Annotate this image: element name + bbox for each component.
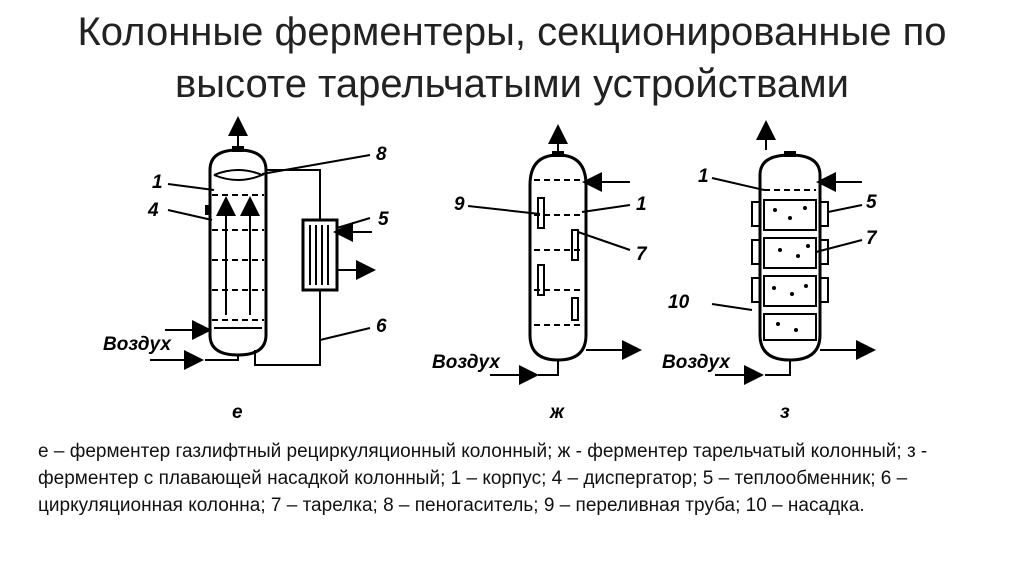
label-e-6: 6	[376, 316, 387, 337]
label-zh-9: 9	[454, 194, 465, 215]
fermenter-diagram: 1 4 8 5 6 Воздух е 9 1 7 Воздух ж	[103, 116, 878, 423]
label-zh-air: Воздух	[432, 352, 501, 373]
label-z-letter: з	[780, 402, 790, 423]
label-z-10: 10	[668, 292, 690, 313]
label-z-7: 7	[866, 228, 878, 249]
label-z-5: 5	[866, 192, 877, 213]
fermenter-e	[150, 116, 376, 370]
fermenter-zh	[467, 124, 642, 385]
label-z-1: 1	[698, 166, 709, 187]
label-zh-7: 7	[636, 244, 648, 265]
figure-caption: е – ферментер газлифтный рециркуляционны…	[38, 441, 928, 516]
label-e-4: 4	[147, 200, 159, 221]
label-e-8: 8	[376, 144, 387, 165]
label-zh-letter: ж	[549, 402, 565, 423]
fermenter-z	[711, 120, 876, 385]
label-z-air: Воздух	[662, 352, 731, 373]
label-e-letter: е	[232, 402, 243, 423]
label-e-air: Воздух	[103, 334, 172, 355]
label-e-1: 1	[152, 172, 163, 193]
label-e-5: 5	[378, 209, 389, 230]
slide-title: Колонные ферментеры, секционированные по…	[77, 10, 947, 106]
label-zh-1: 1	[636, 194, 647, 215]
